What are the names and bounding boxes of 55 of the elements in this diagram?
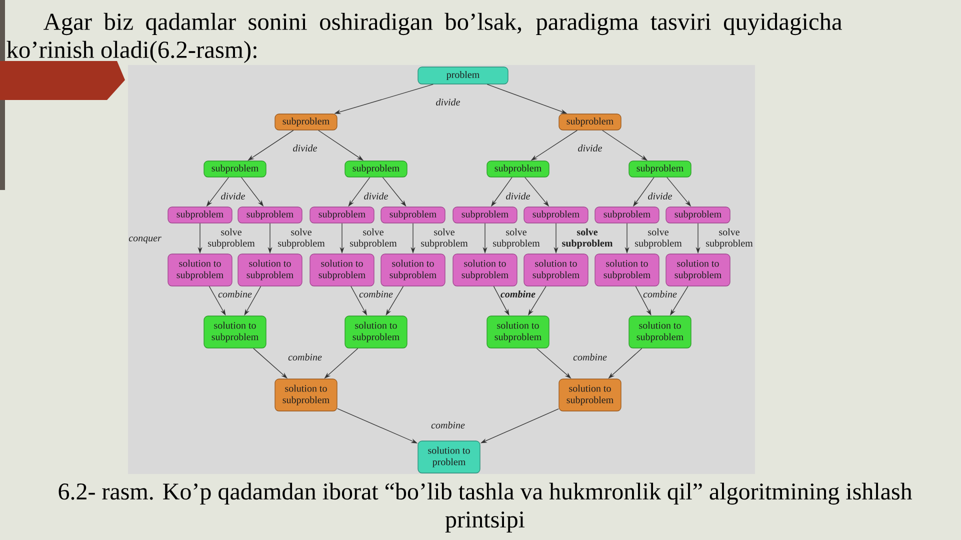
rounded-box: solution to subproblem	[238, 254, 302, 286]
step-label: divide	[506, 192, 530, 200]
rounded-box: subproblem	[344, 160, 408, 178]
step-label: divide	[648, 192, 672, 200]
rounded-box: solution to problem	[418, 440, 480, 474]
edge-label: solve subproblem	[278, 228, 325, 249]
step-label: combine	[359, 290, 393, 298]
step-label: divide	[578, 144, 602, 152]
rounded-box: subproblem	[486, 160, 550, 178]
rounded-box: solution to subproblem	[380, 254, 446, 286]
rounded-box: solution to subproblem	[558, 378, 622, 412]
rounded-box: subproblem	[594, 206, 660, 224]
step-label: divide	[364, 192, 388, 200]
rounded-box: solution to subproblem	[628, 316, 692, 348]
edge-label: solve subproblem	[706, 228, 753, 249]
step-label: combine	[288, 353, 322, 361]
rounded-box: subproblem	[558, 114, 622, 130]
rounded-box: subproblem	[238, 206, 302, 224]
rounded-box: solution to subproblem	[274, 378, 338, 412]
edge-label: solve subproblem	[350, 228, 397, 249]
step-label: combine	[643, 290, 677, 298]
paragraph: Agar biz qadamlar sonini oshiradigan bo’lsak, paradigma tasviri quyidagicha ko’rinish oladi(6.2-rasm):	[6, 12, 842, 63]
figure-caption: 6.2- rasm. Ko’p qadamdan iborat “bo’lib tashla va hukmronlik qil” algoritmining ishlash printsipi	[58, 482, 912, 533]
rounded-box: solution to subproblem	[486, 316, 550, 348]
step-label: combine	[431, 421, 465, 429]
step-label: combine	[218, 290, 252, 298]
rounded-box: subproblem	[666, 206, 730, 224]
rounded-box: subproblem	[524, 206, 588, 224]
edge-label: solve subproblem	[562, 228, 613, 249]
edge-label: solve subproblem	[493, 228, 540, 249]
rounded-box: subproblem	[452, 206, 518, 224]
step-label: divide	[221, 192, 245, 200]
edge-label: solve subproblem	[635, 228, 682, 249]
rounded-box: solution to subproblem	[204, 316, 266, 348]
edge-label: solve subproblem	[208, 228, 255, 249]
rounded-box: subproblem	[204, 160, 266, 178]
rounded-box: solution to subproblem	[524, 254, 588, 286]
rounded-box: subproblem	[168, 206, 232, 224]
step-label: combine	[573, 353, 607, 361]
rounded-box: subproblem	[380, 206, 446, 224]
step-label: combine	[500, 290, 536, 298]
rounded-box: solution to subproblem	[594, 254, 660, 286]
step-label: divide	[436, 98, 460, 106]
rounded-box: solution to subproblem	[310, 254, 374, 286]
rounded-box: solution to subproblem	[168, 254, 232, 286]
rounded-box: subproblem	[310, 206, 374, 224]
rounded-box: problem	[418, 66, 508, 84]
edge-label: solve subproblem	[421, 228, 468, 249]
rounded-box: solution to subproblem	[666, 254, 730, 286]
rounded-box: solution to subproblem	[344, 316, 408, 348]
rounded-box: subproblem	[274, 114, 338, 130]
step-label: conquer	[128, 236, 162, 244]
rounded-box: solution to subproblem	[452, 254, 518, 286]
rounded-box: subproblem	[628, 160, 692, 178]
step-label: divide	[293, 144, 317, 152]
